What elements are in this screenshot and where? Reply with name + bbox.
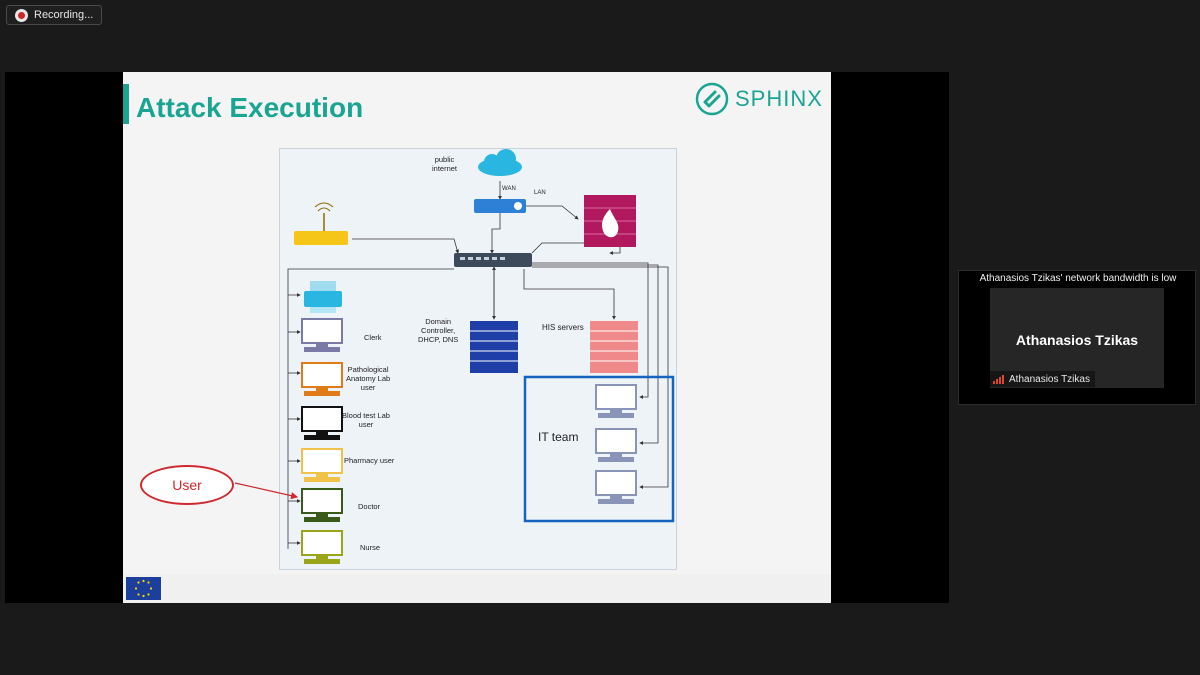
clerk-workstation-icon [301, 318, 343, 352]
participant-tile[interactable]: Athanasios Tzikas Athanasios Tzikas [990, 288, 1164, 388]
pathology-workstation-icon [301, 362, 343, 396]
router-icon [474, 199, 526, 213]
slide-footer [123, 574, 831, 603]
network-diagram: public internet WAN LAN Domain Controlle… [279, 148, 677, 570]
it-workstation-icon [595, 428, 637, 462]
blood-test-workstation-icon [301, 406, 343, 440]
user-callout: User [140, 465, 234, 505]
bandwidth-warning: Athanasios Tzikas' network bandwidth is … [979, 273, 1177, 284]
presentation-slide: Attack Execution SPHINX [123, 72, 831, 603]
participant-panel[interactable]: Athanasios Tzikas' network bandwidth is … [958, 270, 1196, 405]
cloud-icon [478, 149, 522, 176]
blood-test-label: Blood test Lab user [342, 411, 390, 429]
signal-bars-icon [993, 374, 1004, 384]
network-lines [287, 149, 675, 564]
doctor-workstation-icon [301, 488, 343, 522]
callout-arrow [234, 482, 299, 500]
switch-icon [454, 253, 532, 267]
it-team-label: IT team [538, 430, 579, 444]
it-workstation-icon [595, 384, 637, 418]
domain-controller-server-icon [470, 321, 518, 373]
pharmacy-label: Pharmacy user [344, 456, 395, 465]
title-accent-bar [123, 84, 129, 124]
participant-tag-name: Athanasios Tzikas [1009, 373, 1090, 385]
pathology-label: Pathological Anatomy Lab user [346, 365, 391, 392]
eu-stars-icon [134, 579, 153, 598]
recording-label: Recording... [34, 9, 94, 21]
sphinx-logo: SPHINX [695, 82, 823, 116]
clerk-label: Clerk [364, 333, 382, 342]
sphinx-logo-icon [695, 82, 729, 116]
his-servers-label: HIS servers [542, 323, 584, 332]
recording-indicator[interactable]: Recording... [6, 5, 102, 25]
pharmacy-workstation-icon [301, 448, 343, 482]
user-callout-label: User [172, 477, 202, 493]
wifi-router-icon [294, 202, 348, 245]
participant-name: Athanasios Tzikas [1015, 332, 1139, 348]
record-icon [15, 8, 28, 22]
wan-label: WAN [502, 186, 516, 192]
logo-text: SPHINX [735, 86, 823, 111]
participant-tag: Athanasios Tzikas [990, 371, 1095, 387]
printer-icon [304, 281, 342, 313]
eu-flag-logo [126, 577, 161, 600]
lan-label: LAN [534, 190, 546, 196]
his-servers-icon [590, 321, 638, 373]
it-workstation-icon [595, 470, 637, 504]
domain-controller-label: Domain Controller, DHCP, DNS [418, 317, 459, 344]
nurse-workstation-icon [301, 530, 343, 564]
firewall-icon [584, 195, 636, 247]
public-internet-label: public internet [432, 155, 458, 173]
slide-title: Attack Execution [136, 92, 364, 123]
nurse-label: Nurse [360, 543, 381, 552]
doctor-label: Doctor [358, 502, 381, 511]
it-team-box [523, 375, 675, 523]
